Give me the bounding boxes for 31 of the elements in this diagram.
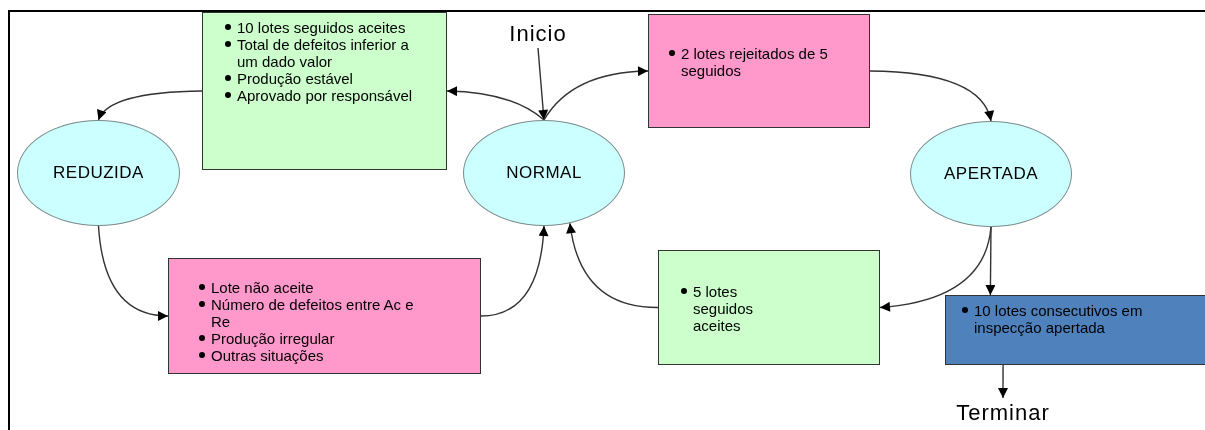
- bullet-item: 10 lotes consecutivos em inspecção apertada: [974, 302, 1144, 336]
- bullet-item: Aprovado por responsável: [237, 87, 413, 104]
- condition-box: [168, 258, 481, 374]
- bullet-item: Produção irregular: [211, 330, 335, 347]
- condition-box: [658, 250, 880, 365]
- arrow: [543, 66, 649, 121]
- bullet-item: Lote não aceite: [211, 279, 314, 296]
- condition-box: [945, 295, 1205, 365]
- arrow: [998, 364, 1008, 399]
- arrow: [97, 90, 203, 121]
- bullet-item: Número de defeitos entre Ac e Re: [211, 296, 415, 330]
- condition-box: [648, 14, 870, 128]
- bullet-item: 5 lotes seguidos aceites: [693, 283, 755, 334]
- arrow: [869, 70, 994, 122]
- arrow: [985, 226, 996, 296]
- arrow: [566, 222, 659, 309]
- terminal-label: Inicio: [509, 21, 567, 47]
- arrow: [97, 225, 169, 321]
- bullet-item: Total de defeitos inferior a um dado valor: [237, 36, 410, 70]
- bullet-item: 2 lotes rejeitados de 5 seguidos: [681, 45, 829, 79]
- bullet-item: Produção estável: [237, 70, 353, 87]
- state-label: APERTADA: [943, 164, 1039, 184]
- arrow: [537, 47, 549, 121]
- bullet-item: 10 lotes seguidos aceites: [237, 19, 406, 36]
- terminal-label: Terminar: [956, 400, 1050, 426]
- arrow: [446, 86, 545, 121]
- arrow: [480, 225, 549, 317]
- bullet-item: Outras situações: [211, 347, 324, 364]
- state-label: NORMAL: [506, 163, 582, 183]
- state-label: REDUZIDA: [53, 163, 144, 183]
- condition-box: [202, 12, 447, 170]
